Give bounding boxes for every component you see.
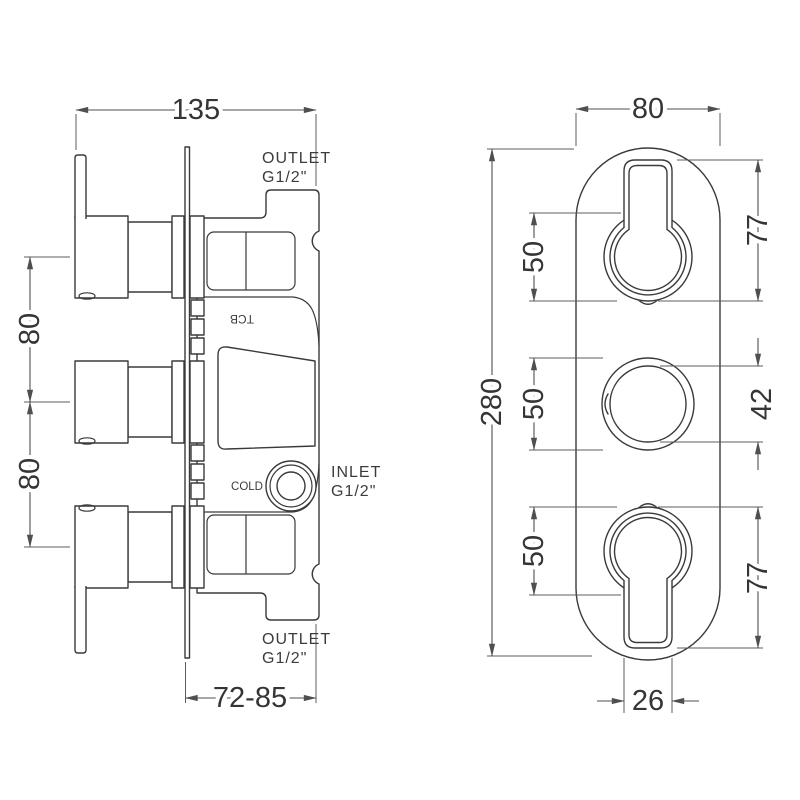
- handle-bottom-body: [74, 505, 129, 589]
- handle-top: [74, 154, 185, 300]
- dim-depth: 135: [75, 90, 317, 186]
- valve-body-details: [196, 231, 320, 575]
- dim-escutcheon-top-value: 77: [742, 214, 774, 246]
- dim-trim-bottom-value: 50: [518, 535, 550, 567]
- cartridge-housing-bottom: [206, 514, 296, 575]
- dim-slot-width-value: 26: [632, 685, 664, 717]
- inlet-mid-ring: [269, 464, 313, 508]
- cold-marking: COLD: [231, 481, 263, 493]
- port-labels: OUTLET G1/2" INLET G1/2" OUTLET G1/2": [262, 150, 381, 667]
- handle-middle-stem: [127, 366, 173, 438]
- control-middle-knob: [601, 357, 695, 451]
- handle-bottom-lever: [74, 586, 87, 654]
- handle-middle-body: [74, 360, 129, 444]
- dim-spacing-bottom-value: 80: [14, 458, 46, 490]
- handle-middle: [74, 360, 185, 445]
- handle-top-body: [74, 215, 129, 299]
- dim-handle-spacing: 80 80: [10, 256, 70, 548]
- dim-escutcheon-bottom-value: 77: [742, 562, 774, 594]
- keyhole-top-inner: [613, 164, 683, 292]
- dim-plate-width-value: 80: [632, 93, 664, 125]
- handle-bottom-flange: [171, 505, 185, 589]
- dim-wall-depth: 72-85: [184, 624, 317, 718]
- elbow-curve-top: [292, 296, 320, 346]
- dim-plate-height-value: 280: [476, 378, 508, 426]
- side-view: TCB COLD 135: [10, 90, 381, 718]
- dim-slot-width: 26: [597, 658, 699, 721]
- control-bottom-escutcheon: [603, 503, 693, 649]
- indicator-bottom: [638, 503, 658, 509]
- outlet-top-label: OUTLET: [262, 150, 331, 167]
- dim-right-column: 77 42 77: [658, 159, 782, 649]
- outlet-bottom-label: OUTLET: [262, 631, 331, 648]
- knob-inner: [609, 365, 687, 443]
- handle-middle-flange: [171, 360, 185, 444]
- dim-depth-value: 135: [172, 94, 220, 126]
- front-view: 80 280 50 50 50 77 42: [472, 89, 782, 721]
- cartridge-housing-top: [206, 231, 296, 291]
- handle-top-stem: [127, 221, 173, 293]
- inlet-size: G1/2": [331, 483, 376, 500]
- outlet-top-size: G1/2": [262, 169, 307, 186]
- indicator-middle: [604, 393, 609, 415]
- dim-wall-depth-value: 72-85: [213, 682, 287, 714]
- handle-bottom-stem: [127, 511, 173, 583]
- mounting-rail-segments: [190, 299, 205, 500]
- inlet-port: [276, 471, 306, 501]
- handle-bottom-detail: [78, 504, 96, 512]
- handle-top-flange: [171, 215, 185, 299]
- dim-trim-top-value: 50: [518, 241, 550, 273]
- inlet-label: INLET: [331, 464, 381, 481]
- dim-plate-width: 80: [575, 89, 721, 146]
- dim-plate-height: 280: [472, 148, 592, 657]
- control-top-escutcheon: [603, 159, 693, 305]
- handle-top-detail: [78, 292, 96, 300]
- keyhole-bottom-inner: [613, 516, 683, 644]
- dim-spacing-top-value: 80: [14, 313, 46, 345]
- inlet-boss: [265, 460, 317, 512]
- mixer-cone: [217, 346, 316, 450]
- outlet-bottom-size: G1/2": [262, 650, 307, 667]
- indicator-top: [638, 299, 658, 305]
- dim-knob-mid-value: 42: [746, 388, 778, 420]
- dim-trim-diameters: 50 50 50: [514, 212, 621, 596]
- handle-bottom: [74, 504, 185, 654]
- dim-trim-mid-value: 50: [518, 388, 550, 420]
- mounting-rail: [189, 215, 205, 589]
- brand-marking: TCB: [230, 312, 254, 326]
- handle-top-lever: [74, 154, 87, 219]
- handle-middle-detail: [78, 437, 96, 445]
- wall-plate-edge: [184, 146, 191, 659]
